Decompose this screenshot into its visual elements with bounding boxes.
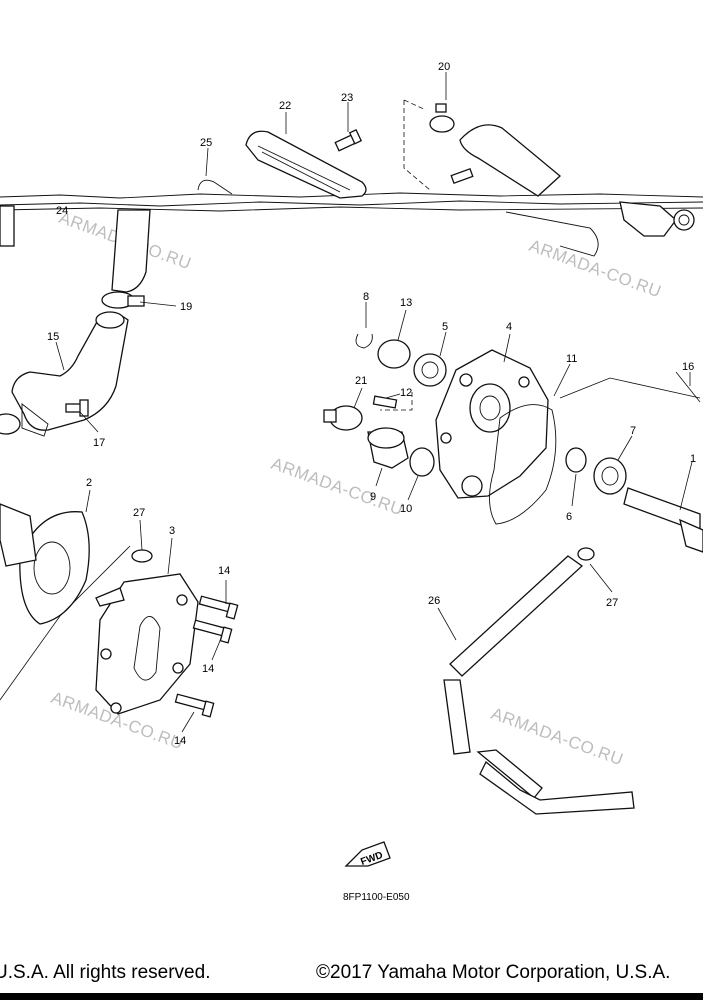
- exploded-parts-diagram: ARMADA-CO.RU ARMADA-CO.RU ARMADA-CO.RU A…: [0, 61, 703, 903]
- callout-22: 22: [279, 100, 291, 112]
- callout-14: 14: [218, 565, 230, 577]
- part-27-clamp: [131, 549, 153, 563]
- callout-10: 10: [400, 503, 412, 515]
- bottom-bar: [0, 993, 703, 1000]
- part-5-bearing: [413, 353, 447, 387]
- part-23-bolt: [334, 129, 363, 152]
- callout-23: 23: [341, 92, 353, 104]
- part-15-hose: [11, 312, 129, 431]
- callout-4: 4: [506, 321, 512, 333]
- part-25-seal: [197, 179, 233, 195]
- bearing-inner: [421, 361, 439, 379]
- part-19-clamp: [101, 291, 145, 309]
- leader: [0, 545, 131, 701]
- leader: [380, 392, 413, 411]
- callout-7: 7: [630, 425, 636, 437]
- callout-17: 17: [93, 437, 105, 449]
- callout-14: 14: [202, 663, 214, 675]
- footer-copyright: ©2017 Yamaha Motor Corporation, U.S.A.: [316, 962, 671, 983]
- part-8-circlip: [355, 333, 373, 349]
- drawing-code: 8FP1100-E050: [343, 892, 410, 903]
- part-13-oring: [377, 339, 411, 369]
- hose-bracket: [21, 403, 49, 437]
- callout-1: 1: [690, 453, 696, 465]
- callout-5: 5: [442, 321, 448, 333]
- callout-25: 25: [200, 137, 212, 149]
- part-21-clamp: [323, 405, 363, 431]
- part-14-bolt: [198, 595, 239, 620]
- callout-19: 19: [180, 301, 192, 313]
- left-edge-part: [0, 205, 15, 247]
- part-14-bolt: [192, 619, 233, 644]
- part-27-clamp: [577, 547, 595, 561]
- part-4-housing: [435, 349, 549, 499]
- part-1-shaft: [623, 487, 703, 553]
- leader: [403, 99, 431, 191]
- callout-3: 3: [169, 525, 175, 537]
- part-2-cover: [0, 503, 90, 625]
- part-9-thermostat: [367, 427, 409, 469]
- fwd-arrow-icon: FWD: [344, 841, 391, 868]
- callout-27: 27: [133, 507, 145, 519]
- part-20-clamp: [429, 103, 455, 133]
- left-oring: [0, 413, 21, 435]
- callout-9: 9: [370, 491, 376, 503]
- part-3-cover: [95, 573, 199, 715]
- upper-gasket: [505, 211, 599, 257]
- watermark: ARMADA-CO.RU: [489, 704, 626, 769]
- callout-8: 8: [363, 291, 369, 303]
- part-12-bolt: [372, 395, 398, 409]
- watermark: ARMADA-CO.RU: [527, 236, 664, 301]
- callout-13: 13: [400, 297, 412, 309]
- callout-labels: 20 23 22 25 24 19 15 17 8 13 5 4 21 12 9…: [47, 61, 696, 747]
- callout-24: 24: [56, 205, 68, 217]
- part-6-seal: [565, 447, 587, 473]
- part-10-oring: [409, 447, 435, 477]
- footer-rights: U.S.A. All rights reserved.: [0, 962, 211, 983]
- callout-15: 15: [47, 331, 59, 343]
- callout-16: 16: [682, 361, 694, 373]
- footer: U.S.A. All rights reserved. ©2017 Yamaha…: [0, 962, 703, 992]
- part-14-bolt: [174, 693, 215, 718]
- part-22-cover: [245, 130, 367, 199]
- part-26-hose: [443, 555, 635, 815]
- leader: [559, 377, 701, 399]
- upper-hose: [459, 124, 561, 197]
- callout-21: 21: [355, 375, 367, 387]
- callout-12: 12: [400, 387, 412, 399]
- upper-fitting: [619, 201, 695, 237]
- callout-26: 26: [428, 595, 440, 607]
- leader: [675, 371, 701, 403]
- callout-11: 11: [566, 353, 577, 365]
- part-11-gasket: [489, 404, 557, 525]
- upper-bolt: [450, 167, 474, 185]
- callout-6: 6: [566, 511, 572, 523]
- hose-end: [95, 311, 125, 329]
- torn-strip: [0, 192, 703, 212]
- callout-20: 20: [438, 61, 450, 73]
- part-24-pipe: [111, 209, 151, 293]
- callout-27: 27: [606, 597, 618, 609]
- callout-leaders: [55, 72, 693, 733]
- callout-2: 2: [86, 477, 92, 489]
- part-7-bushing: [593, 457, 627, 495]
- callout-14: 14: [174, 735, 186, 747]
